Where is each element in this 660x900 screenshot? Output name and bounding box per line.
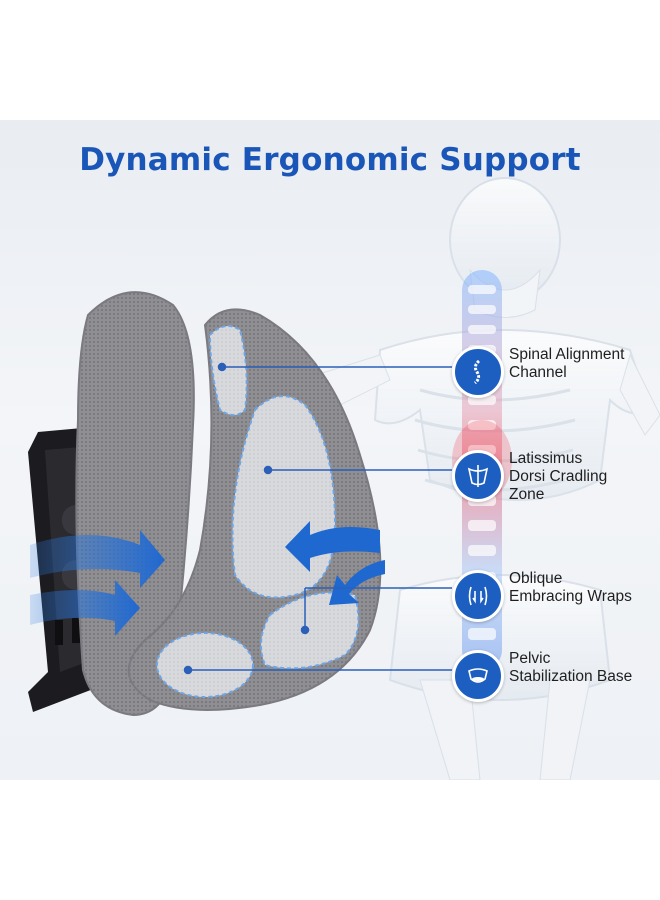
feature-label-line: Oblique <box>509 570 563 587</box>
feature-label-line: Channel <box>509 364 567 381</box>
feature-pelvic: Pelvic Stabilization Base <box>452 650 632 702</box>
feature-label-line: Dorsi Cradling <box>509 468 608 485</box>
page-title: Dynamic Ergonomic Support <box>79 142 581 178</box>
torso-wrap-icon <box>452 570 504 622</box>
feature-label-line: Spinal Alignment <box>509 346 625 363</box>
feature-oblique: Oblique Embracing Wraps <box>452 570 632 622</box>
feature-label-line: Stabilization Base <box>509 668 633 685</box>
skeleton-figure <box>299 177 660 780</box>
feature-label-line: Embracing Wraps <box>509 588 632 605</box>
feature-label-line: Latissimus <box>509 450 583 467</box>
back-muscle-icon <box>452 450 504 502</box>
pressure-arrows <box>30 521 385 636</box>
right-lumbar-pad <box>127 308 382 711</box>
feature-spinal-alignment: Spinal Alignment Channel <box>452 346 624 398</box>
callout-lines <box>183 362 452 675</box>
spine-icon <box>452 346 504 398</box>
feature-latissimus: Latissimus Dorsi Cradling Zone <box>452 450 607 504</box>
feature-label-line: Zone <box>509 486 545 503</box>
pelvis-icon <box>452 650 504 702</box>
product-panel: Dynamic Ergonomic Support Spinal Alignme… <box>0 120 660 780</box>
feature-label-line: Pelvic <box>509 650 551 667</box>
